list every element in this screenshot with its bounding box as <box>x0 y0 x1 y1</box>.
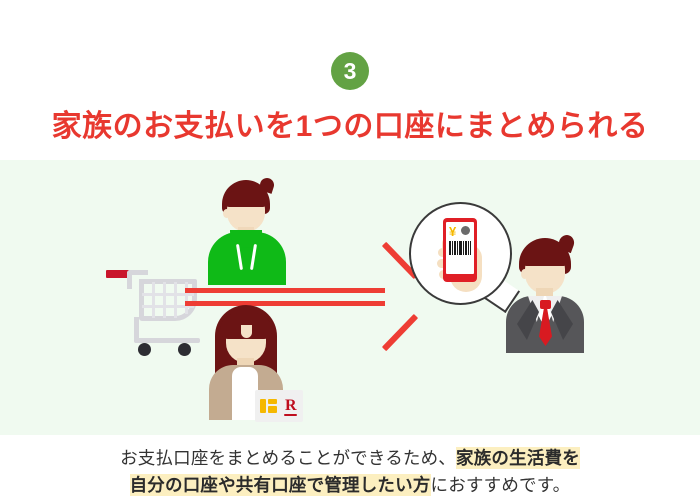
arrow-line-bottom <box>185 301 385 306</box>
caption-line1-plain: お支払口座をまとめることができるため、 <box>120 448 457 468</box>
rakuten-card-boy: R <box>255 390 303 422</box>
cart-wheel-left <box>138 343 151 356</box>
hair-part <box>241 325 252 338</box>
arrow-line-top <box>185 288 385 293</box>
cart-frame <box>134 317 139 343</box>
yen-symbol-icon: ¥ <box>449 224 457 239</box>
cart-basket-grid <box>142 282 194 318</box>
caption-line-1: お支払口座をまとめることができるため、家族の生活費を <box>0 435 700 472</box>
shopping-cart-icon <box>100 257 200 356</box>
caption-line2-plain: におすすめです。 <box>430 475 571 495</box>
person-businessman <box>495 232 625 353</box>
person-young-man <box>200 176 320 285</box>
hood <box>230 230 262 248</box>
phone-screen: ¥ <box>446 222 474 274</box>
hair-fringe-icon <box>521 249 569 266</box>
screen-dot-icon <box>461 226 470 235</box>
barcode-icon <box>449 241 471 255</box>
ear-icon <box>223 209 230 218</box>
caption-line1-highlight: 家族の生活費を <box>456 447 580 469</box>
cart-wheel-right <box>178 343 191 356</box>
cart-handle-bar <box>127 270 148 289</box>
hair-fringe-icon <box>224 191 268 207</box>
cart-basket <box>139 279 197 321</box>
caption-line-2: 自分の口座や共有口座で管理したい方におすすめです。 <box>0 472 700 499</box>
page-title: 家族のお支払いを1つの口座にまとめられる <box>51 110 649 143</box>
illustration-panel: R R R ¥ <box>0 160 700 435</box>
ear-icon <box>521 269 528 279</box>
caption-line2-highlight: 自分の口座や共有口座で管理したい方 <box>129 474 431 496</box>
step-number-badge: 3 <box>331 52 369 90</box>
flow-arrow-right <box>185 241 419 352</box>
header-section: 3 家族のお支払いを1つの口座にまとめられる <box>0 0 700 160</box>
cart-lower-bar <box>134 338 200 343</box>
arrow-head <box>370 241 419 352</box>
step-number-text: 3 <box>343 57 357 84</box>
rakuten-r-logo: R <box>285 397 297 414</box>
inner-top <box>232 367 258 420</box>
smartphone-icon: ¥ <box>443 218 477 282</box>
cart-handle-grip <box>106 270 132 278</box>
caption-section: お支払口座をまとめることができるため、家族の生活費を 自分の口座や共有口座で管理… <box>0 435 700 502</box>
necktie-knot <box>540 300 551 309</box>
